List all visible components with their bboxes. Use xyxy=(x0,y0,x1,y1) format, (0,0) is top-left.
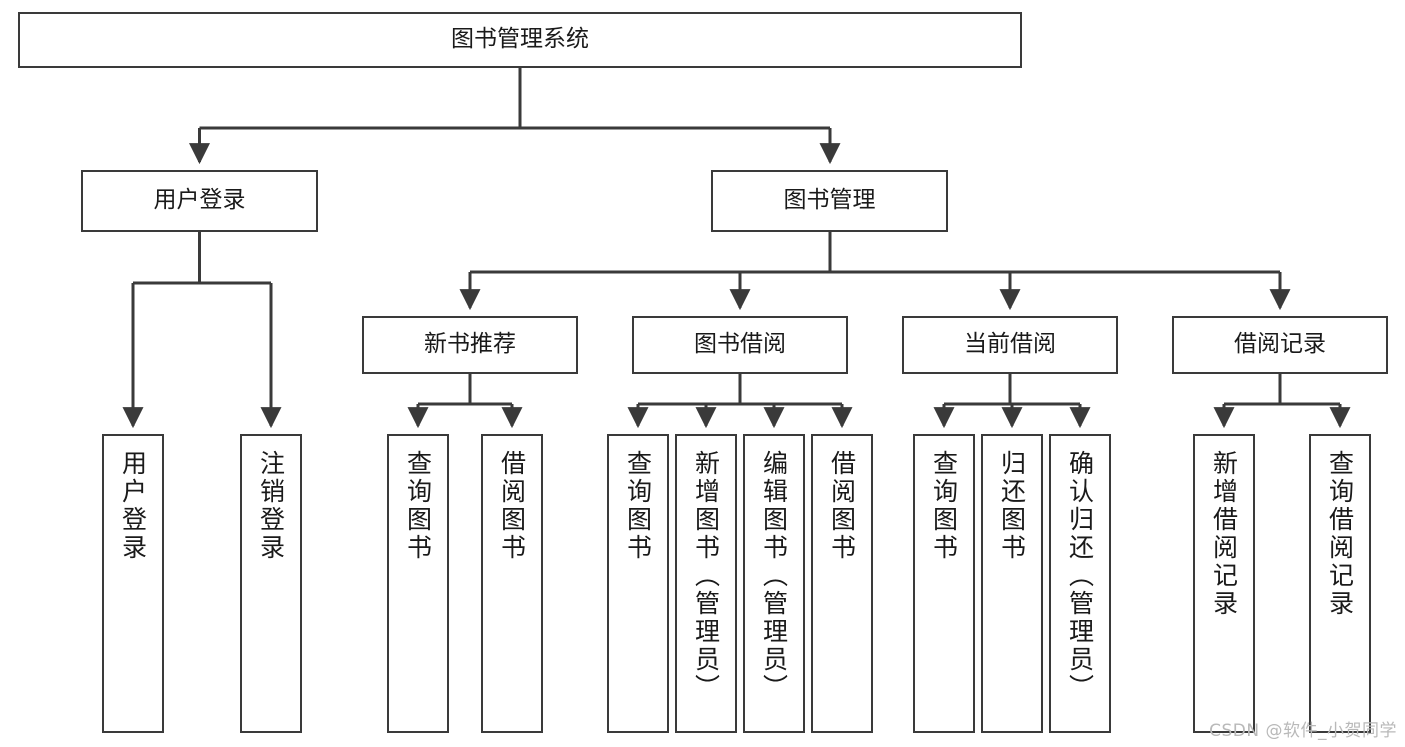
node-leaf-query-book-2-label: 查询图书 xyxy=(623,450,653,562)
node-leaf-query-record-label: 查询借阅记录 xyxy=(1325,450,1355,618)
node-leaf-add-book[interactable]: 新增图书（管理员） xyxy=(675,434,737,733)
node-leaf-add-record[interactable]: 新增借阅记录 xyxy=(1193,434,1255,733)
node-root-label: 图书管理系统 xyxy=(451,26,589,53)
node-leaf-user-logout-label: 注销登录 xyxy=(256,450,286,562)
node-book-borrow-label: 图书借阅 xyxy=(694,331,786,358)
node-leaf-borrow-book-1[interactable]: 借阅图书 xyxy=(481,434,543,733)
node-leaf-return-book-label: 归还图书 xyxy=(997,450,1027,562)
node-leaf-query-book-1-label: 查询图书 xyxy=(403,450,433,562)
node-book-manage-label: 图书管理 xyxy=(783,187,876,214)
node-leaf-user-login[interactable]: 用户登录 xyxy=(102,434,164,733)
node-book-borrow[interactable]: 图书借阅 xyxy=(632,316,848,374)
node-leaf-query-book-2[interactable]: 查询图书 xyxy=(607,434,669,733)
node-leaf-query-book-3[interactable]: 查询图书 xyxy=(913,434,975,733)
node-leaf-edit-book-label: 编辑图书（管理员） xyxy=(759,450,789,702)
node-leaf-query-book-3-label: 查询图书 xyxy=(929,450,959,562)
node-book-manage[interactable]: 图书管理 xyxy=(711,170,948,232)
node-current-borrow[interactable]: 当前借阅 xyxy=(902,316,1118,374)
node-user-login-label: 用户登录 xyxy=(153,187,246,214)
node-leaf-confirm-return-label: 确认归还（管理员） xyxy=(1065,450,1095,702)
csdn-watermark: CSDN @软件_小贺同学 xyxy=(1209,721,1397,741)
node-new-book-rec[interactable]: 新书推荐 xyxy=(362,316,578,374)
node-leaf-edit-book[interactable]: 编辑图书（管理员） xyxy=(743,434,805,733)
node-leaf-borrow-book-2-label: 借阅图书 xyxy=(827,450,857,562)
node-leaf-query-record[interactable]: 查询借阅记录 xyxy=(1309,434,1371,733)
node-leaf-borrow-book-1-label: 借阅图书 xyxy=(497,450,527,562)
node-new-book-rec-label: 新书推荐 xyxy=(424,331,516,358)
node-leaf-confirm-return[interactable]: 确认归还（管理员） xyxy=(1049,434,1111,733)
node-leaf-add-book-label: 新增图书（管理员） xyxy=(691,450,721,702)
node-leaf-query-book-1[interactable]: 查询图书 xyxy=(387,434,449,733)
node-leaf-user-logout[interactable]: 注销登录 xyxy=(240,434,302,733)
node-current-borrow-label: 当前借阅 xyxy=(964,331,1056,358)
node-root[interactable]: 图书管理系统 xyxy=(18,12,1022,68)
node-leaf-user-login-label: 用户登录 xyxy=(118,450,148,562)
node-leaf-add-record-label: 新增借阅记录 xyxy=(1209,450,1239,618)
node-borrow-record[interactable]: 借阅记录 xyxy=(1172,316,1388,374)
node-borrow-record-label: 借阅记录 xyxy=(1234,331,1326,358)
node-leaf-return-book[interactable]: 归还图书 xyxy=(981,434,1043,733)
node-leaf-borrow-book-2[interactable]: 借阅图书 xyxy=(811,434,873,733)
node-user-login[interactable]: 用户登录 xyxy=(81,170,318,232)
